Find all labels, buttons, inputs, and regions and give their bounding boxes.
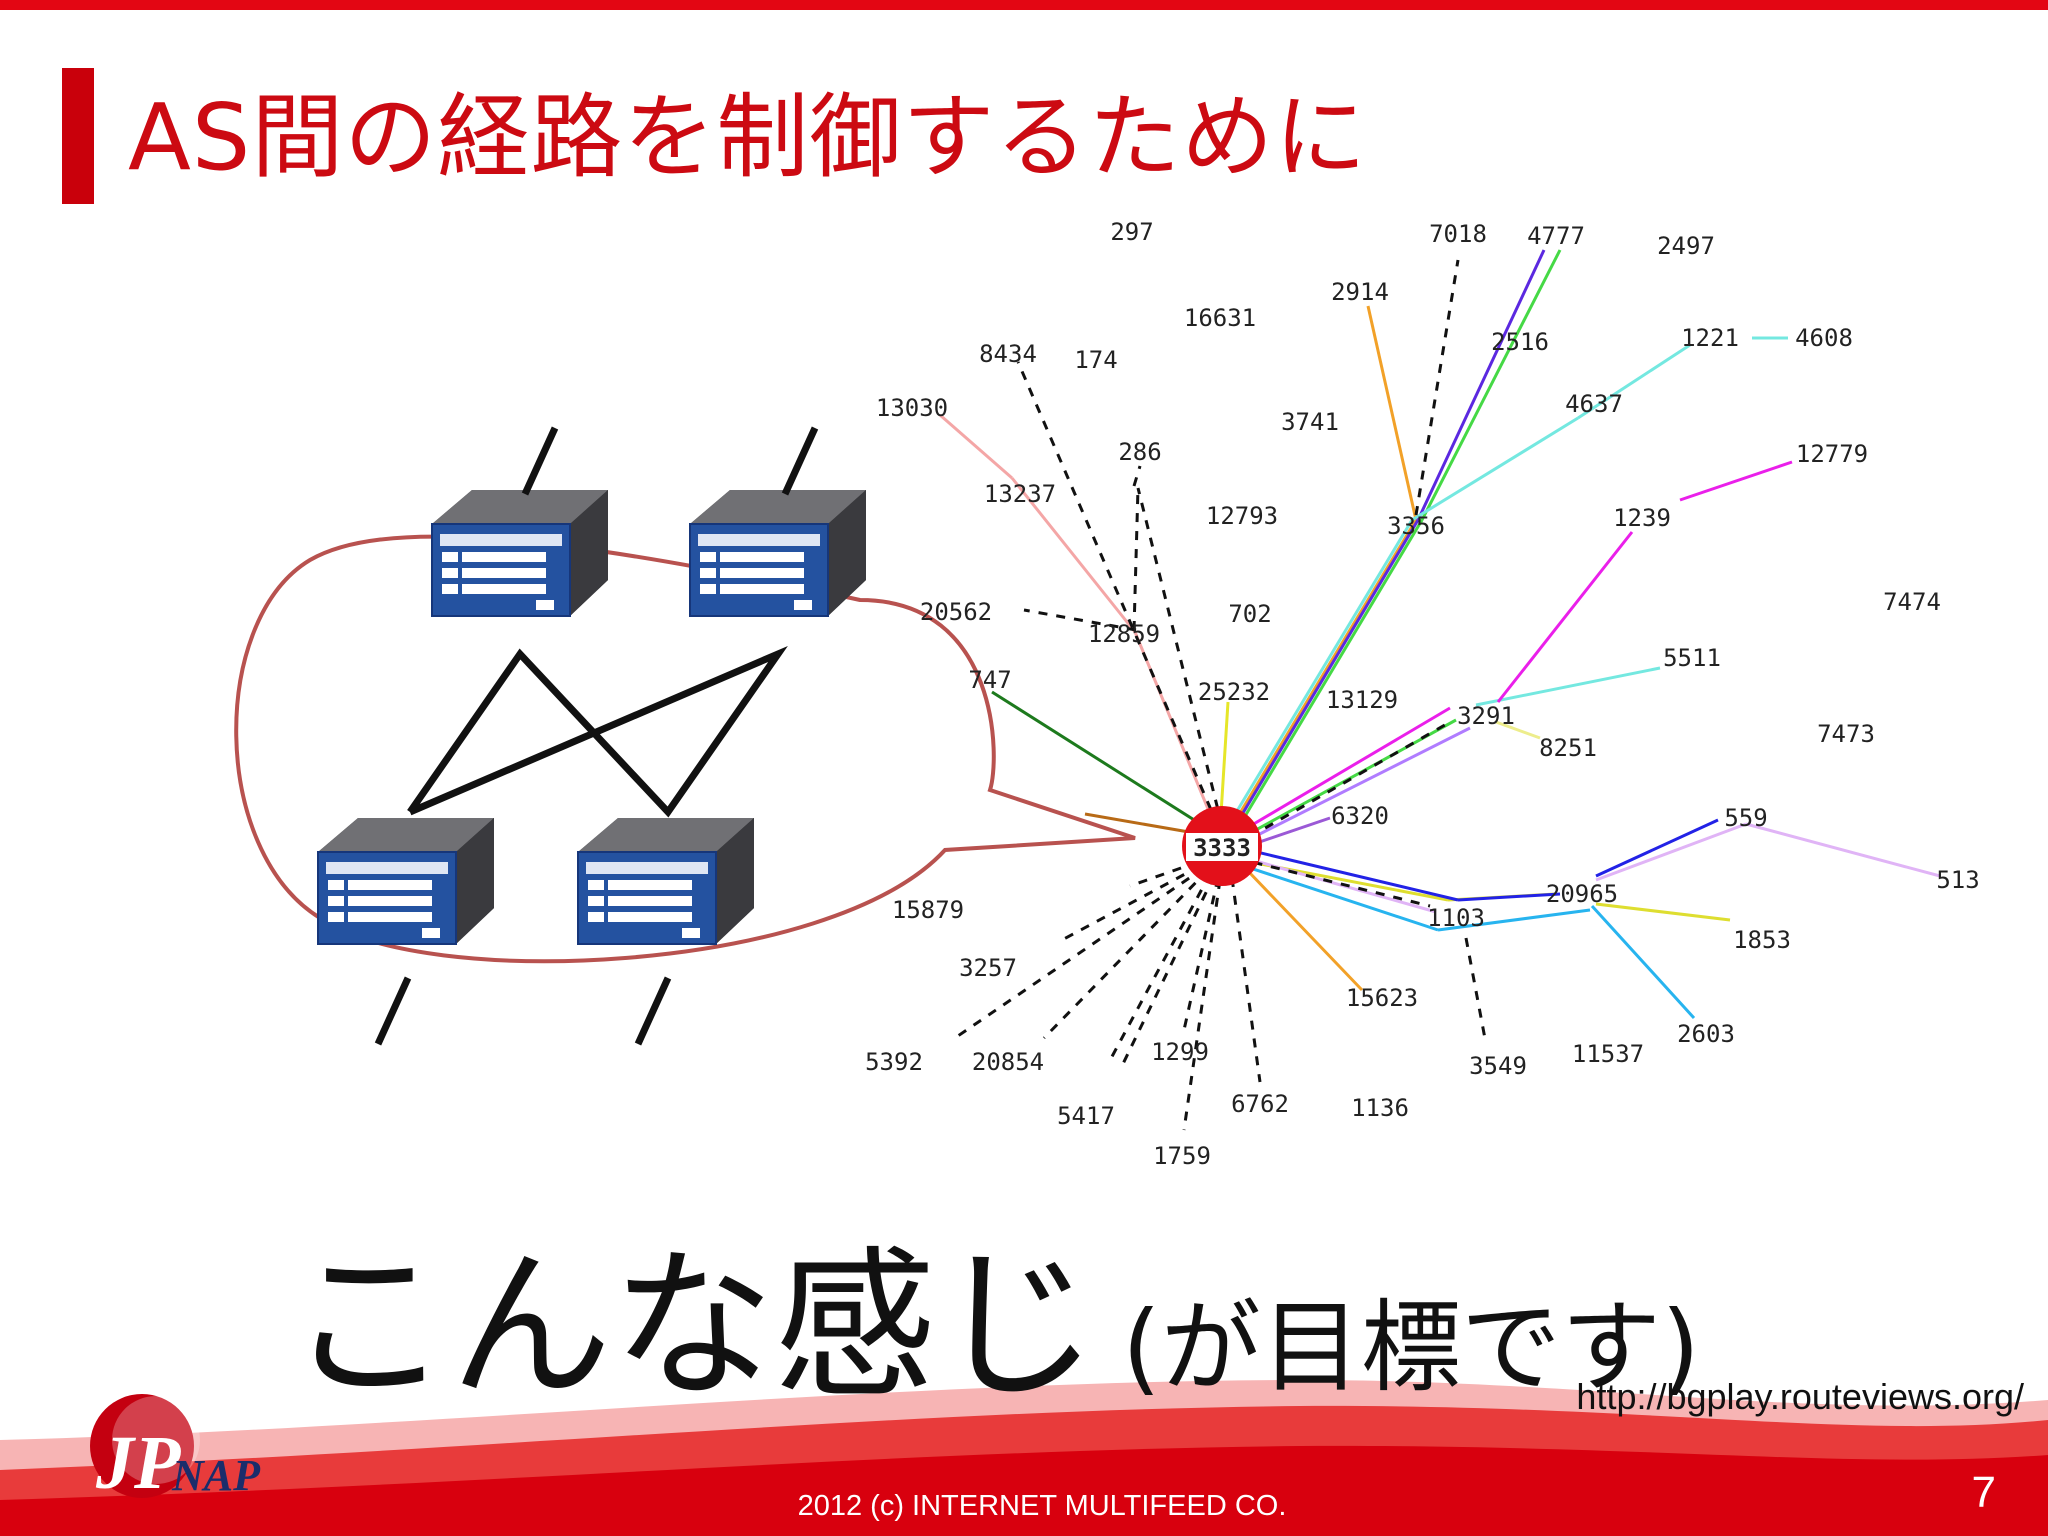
as-node-label: 559 — [1724, 804, 1767, 832]
as-node-label: 1239 — [1613, 504, 1671, 532]
as-node-label: 1759 — [1153, 1142, 1211, 1170]
as-node-label: 2914 — [1331, 278, 1389, 306]
as-node-label: 2497 — [1657, 232, 1715, 260]
as-node-label: 7473 — [1817, 720, 1875, 748]
as-node-label: 4777 — [1527, 222, 1585, 250]
as-node-label: 15623 — [1346, 984, 1418, 1012]
as-node-label: 16631 — [1184, 304, 1256, 332]
main-caption-text: こんな感じ — [288, 1233, 1098, 1421]
as-node-label: 1103 — [1427, 904, 1485, 932]
as-node-label: 20965 — [1546, 880, 1618, 908]
as-node-label: 513 — [1936, 866, 1979, 894]
source-url: http://bgplay.routeviews.org/ — [1576, 1376, 2024, 1417]
router-icon-top-right — [689, 489, 867, 617]
as-node-label: 5511 — [1663, 644, 1721, 672]
as-node-label: 3257 — [959, 954, 1017, 982]
as-node-label: 1299 — [1151, 1038, 1209, 1066]
as-node-label: 5392 — [865, 1048, 923, 1076]
main-caption-sub: (が目標です) — [1122, 1289, 1701, 1406]
as-node-label: 2516 — [1491, 328, 1549, 356]
jpnap-logo: JP NAP — [64, 1380, 304, 1510]
as-node-label: 3741 — [1281, 408, 1339, 436]
as-node-label: 3333 — [1193, 834, 1251, 862]
as-node-label: 13030 — [876, 394, 948, 422]
slide-title: AS間の経路を制御するために — [128, 84, 1368, 191]
as-node-label: 1853 — [1733, 926, 1791, 954]
as-node-label: 3291 — [1457, 702, 1515, 730]
as-node-label: 20562 — [920, 598, 992, 626]
page-number: 7 — [1971, 1468, 1996, 1517]
as-node-label: 1136 — [1351, 1094, 1409, 1122]
as-node-label: 5417 — [1057, 1102, 1115, 1130]
copyright-text: 2012 (c) INTERNET MULTIFEED CO. — [797, 1490, 1287, 1522]
router-icon-bottom-right — [577, 817, 755, 945]
as-node-label: 15879 — [892, 896, 964, 924]
router-icon-top-left — [431, 489, 609, 617]
as-node-label: 7474 — [1883, 588, 1941, 616]
router-icon-bottom-left — [317, 817, 495, 945]
as-node-label: 174 — [1074, 346, 1117, 374]
router-links — [374, 426, 819, 1046]
as-node-label: 25232 — [1198, 678, 1270, 706]
as-node-label: 3549 — [1469, 1052, 1527, 1080]
as-number-labels: 297 7018 4777 2497 2914 16631 2516 1221 4608 8434… — [865, 218, 1980, 1170]
as-node-label: 4608 — [1795, 324, 1853, 352]
as-node-label: 12859 — [1088, 620, 1160, 648]
as-node-label: 4637 — [1565, 390, 1623, 418]
as-node-label: 747 — [968, 666, 1011, 694]
footer-wave — [0, 1380, 2048, 1536]
title-marker — [62, 68, 94, 204]
as-node-label: 20854 — [972, 1048, 1044, 1076]
top-accent-bar — [0, 0, 2048, 10]
as-node-label: 6762 — [1231, 1090, 1289, 1118]
as-node-label: 11537 — [1572, 1040, 1644, 1068]
as-node-label: 8251 — [1539, 734, 1597, 762]
as-node-label: 7018 — [1429, 220, 1487, 248]
as-node-label: 8434 — [979, 340, 1037, 368]
bgplay-graph-edges — [939, 249, 1941, 1131]
logo-jp-text: JP — [95, 1421, 181, 1505]
as-node-label: 3356 — [1387, 512, 1445, 540]
as-node-label: 286 — [1118, 438, 1161, 466]
as-node-label: 12793 — [1206, 502, 1278, 530]
main-caption: こんな感じ(が目標です) — [288, 1194, 1700, 1429]
as-node-label: 2603 — [1677, 1020, 1735, 1048]
as-node-label: 13237 — [984, 480, 1056, 508]
as-node-label: 12779 — [1796, 440, 1868, 468]
as-node-label: 297 — [1110, 218, 1153, 246]
as-node-label: 13129 — [1326, 686, 1398, 714]
center-as-label-bg — [1186, 833, 1258, 861]
as-node-label: 6320 — [1331, 802, 1389, 830]
as-node-label: 702 — [1228, 600, 1271, 628]
logo-nap-text: NAP — [171, 1451, 261, 1500]
as-node-label: 1221 — [1681, 324, 1739, 352]
